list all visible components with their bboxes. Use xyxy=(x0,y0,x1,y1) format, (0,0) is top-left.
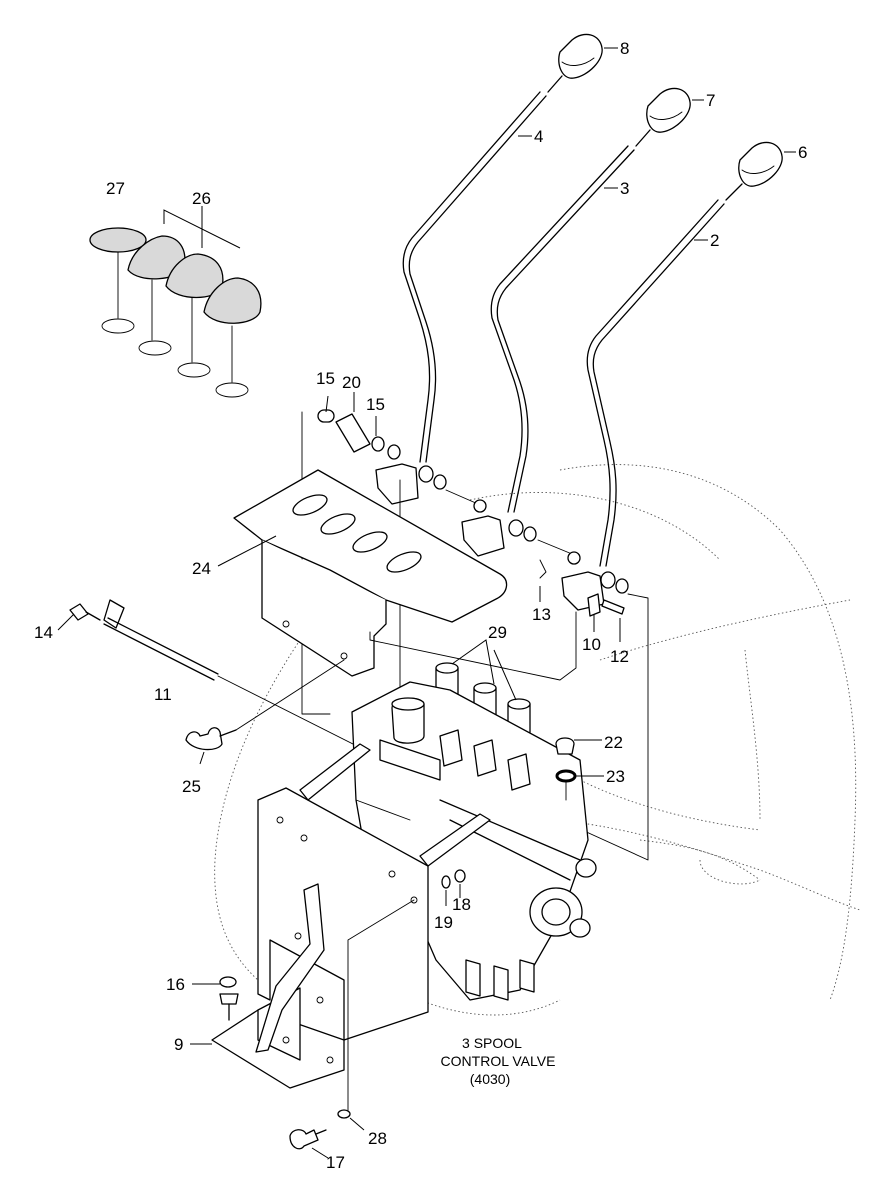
caption-line-3: (4030) xyxy=(470,1071,510,1087)
callout-8: 8 xyxy=(620,39,629,58)
lever-rod-4 xyxy=(402,91,547,463)
callout-11: 11 xyxy=(154,685,172,704)
pivot-hardware xyxy=(301,409,649,861)
washer-19-and-nut-18 xyxy=(441,869,466,906)
callout-15a: 15 xyxy=(316,369,335,388)
callout-9: 9 xyxy=(174,1035,183,1054)
oring-23 xyxy=(555,769,604,801)
callout-27: 27 xyxy=(106,179,125,198)
control-valve-assembly xyxy=(351,681,597,1001)
callout-20: 20 xyxy=(342,373,361,392)
lever-knob-8 xyxy=(547,33,603,93)
bolt-14 xyxy=(57,603,101,631)
bolt-16 xyxy=(192,976,239,1021)
callout-2: 2 xyxy=(710,231,719,250)
callout-14: 14 xyxy=(34,623,53,642)
callout-18: 18 xyxy=(452,895,471,914)
callout-26: 26 xyxy=(192,189,211,208)
callout-19: 19 xyxy=(434,913,453,932)
callout-24: 24 xyxy=(192,559,211,578)
callout-29: 29 xyxy=(488,623,507,642)
leader-lines xyxy=(325,47,796,642)
callout-12: 12 xyxy=(610,647,629,666)
callout-6: 6 xyxy=(798,143,807,162)
lever-knob-6 xyxy=(725,141,783,201)
callout-labels: 8 7 6 4 3 2 27 26 15 20 15 24 14 13 10 1… xyxy=(34,39,807,1172)
caption-line-2: CONTROL VALVE xyxy=(441,1053,556,1069)
callout-16: 16 xyxy=(166,975,185,994)
callout-4: 4 xyxy=(534,127,543,146)
callout-7: 7 xyxy=(706,91,715,110)
callout-10: 10 xyxy=(582,635,601,654)
callout-22: 22 xyxy=(604,733,623,752)
callout-25: 25 xyxy=(182,777,201,796)
callout-3: 3 xyxy=(620,179,629,198)
bracket-9 xyxy=(190,743,491,1111)
bolt-17 xyxy=(289,1129,329,1159)
callout-13: 13 xyxy=(532,605,551,624)
lever-rod-3 xyxy=(490,145,635,513)
lever-rod-2 xyxy=(586,199,725,567)
caption-line-1: 3 SPOOL xyxy=(462,1035,522,1051)
washer-28 xyxy=(337,1109,365,1131)
callout-17: 17 xyxy=(326,1153,345,1172)
plug-22 xyxy=(555,737,602,755)
bolt-25 xyxy=(185,659,345,765)
callout-23: 23 xyxy=(606,767,625,786)
callout-28: 28 xyxy=(368,1129,387,1148)
lever-knob-7 xyxy=(635,87,691,147)
callout-15b: 15 xyxy=(366,395,385,414)
valve-caption: 3 SPOOL CONTROL VALVE (4030) xyxy=(441,1035,556,1087)
lever-boots-26 xyxy=(89,206,262,398)
cover-plate-24 xyxy=(217,469,577,681)
